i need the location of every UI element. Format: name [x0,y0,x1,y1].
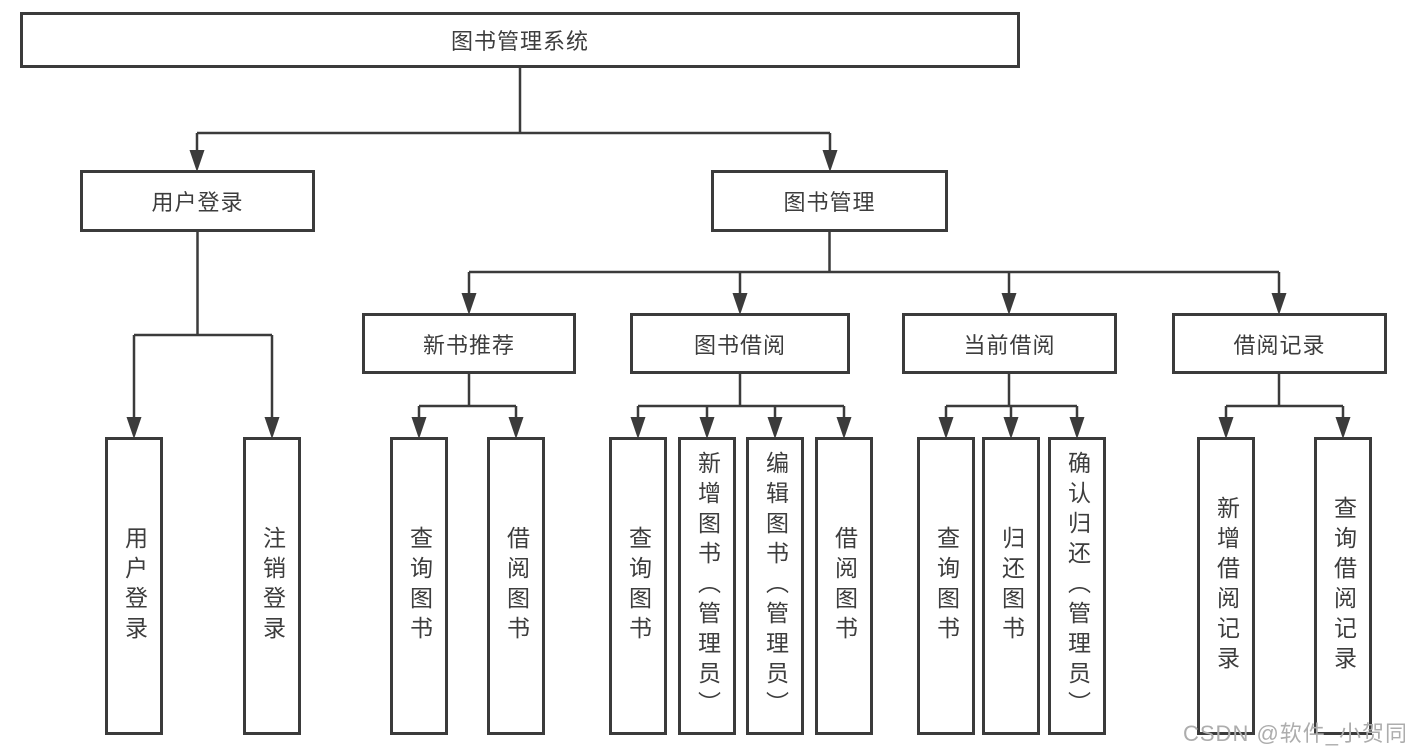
node-book-management: 图书管理 [711,170,948,232]
node-new-book-recommendation: 新书推荐 [362,313,576,374]
arrow-down-icon [630,417,646,439]
leaf-confirm-return-admin: 确认归还（管理员） [1048,437,1106,735]
node-current-borrowing: 当前借阅 [902,313,1117,374]
leaf-label: 借阅图书 [503,526,530,646]
leaf-label: 注销登录 [259,526,286,646]
arrow-down-icon [1069,417,1085,439]
leaf-query-borrow-record: 查询借阅记录 [1314,437,1372,735]
arrow-down-icon [938,417,954,439]
leaf-label: 用户登录 [121,526,148,646]
node-label: 图书管理 [783,190,876,215]
leaf-label: 查询图书 [406,526,433,646]
node-label: 当前借阅 [963,332,1056,358]
leaf-add-books-admin: 新增图书（管理员） [678,437,736,735]
leaf-borrow-books-recommend: 借阅图书 [487,437,545,735]
leaf-label: 新增图书（管理员） [694,451,721,721]
arrow-down-icon [461,293,477,315]
arrow-down-icon [836,417,852,439]
arrow-down-icon [126,417,142,439]
leaf-label: 查询图书 [933,526,960,646]
node-borrowing-records: 借阅记录 [1172,313,1387,374]
leaf-query-books-borrow: 查询图书 [609,437,667,735]
leaf-borrow-books: 借阅图书 [815,437,873,735]
leaf-add-borrow-record: 新增借阅记录 [1197,437,1255,735]
arrow-down-icon [264,417,280,439]
arrow-down-icon [767,417,783,439]
leaf-label: 借阅图书 [831,526,858,646]
arrow-down-icon [732,293,748,315]
arrow-down-icon [1218,417,1234,439]
arrow-down-icon [1003,417,1019,439]
arrow-down-icon [1001,293,1017,315]
arrow-down-icon [1335,417,1351,439]
node-label: 用户登录 [151,190,244,215]
node-label: 图书管理系统 [450,29,589,54]
node-label: 新书推荐 [422,332,515,358]
leaf-label: 新增借阅记录 [1213,496,1240,676]
leaf-return-books: 归还图书 [982,437,1040,735]
arrow-down-icon [508,417,524,439]
leaf-label: 查询借阅记录 [1330,496,1357,676]
arrow-down-icon [1271,293,1287,315]
watermark: CSDN @软件_小贺同学 [1183,721,1405,746]
leaf-user-login: 用户登录 [105,437,163,735]
arrow-down-icon [822,150,838,172]
arrow-down-icon [699,417,715,439]
node-label: 图书借阅 [693,332,786,358]
node-book-borrowing: 图书借阅 [630,313,850,374]
leaf-label: 查询图书 [625,526,652,646]
leaf-label: 归还图书 [998,526,1025,646]
leaf-query-books-current: 查询图书 [917,437,975,735]
node-user-login: 用户登录 [80,170,315,232]
arrow-down-icon [411,417,427,439]
node-label: 借阅记录 [1233,332,1326,358]
leaf-label: 编辑图书（管理员） [762,451,789,721]
leaf-logout: 注销登录 [243,437,301,735]
node-library-management-system: 图书管理系统 [20,12,1020,68]
leaf-query-books-recommend: 查询图书 [390,437,448,735]
arrow-down-icon [189,150,205,172]
leaf-label: 确认归还（管理员） [1064,451,1091,721]
leaf-edit-books-admin: 编辑图书（管理员） [746,437,804,735]
